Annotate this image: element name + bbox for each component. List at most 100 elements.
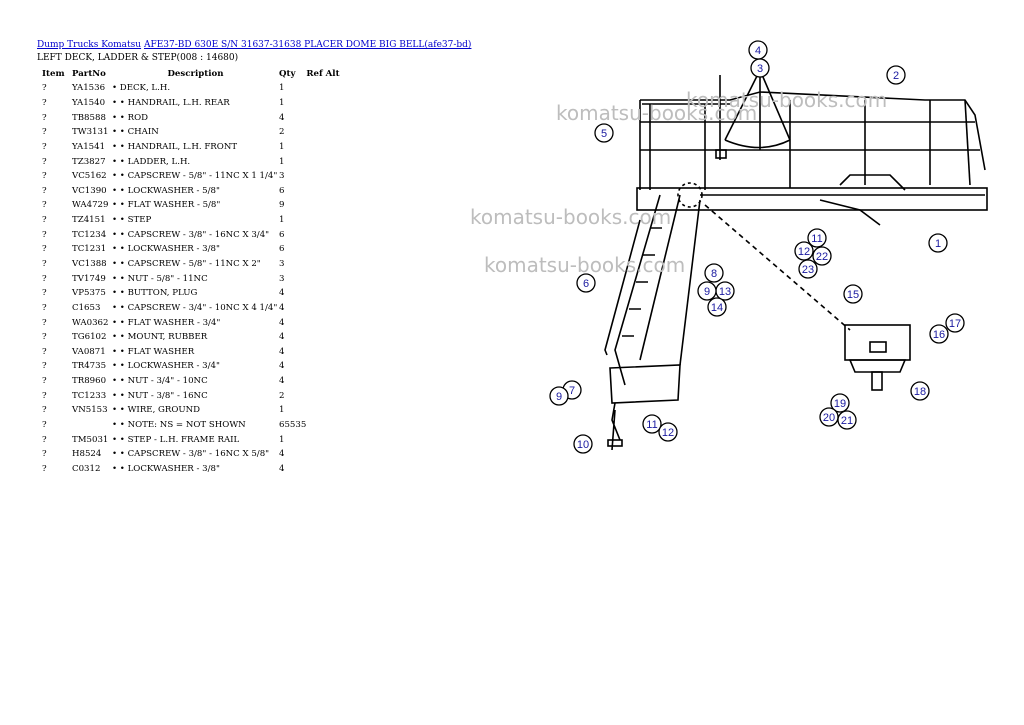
table-header-row: Item PartNo Description Qty Ref Alt — [37, 66, 346, 81]
callout-5: 5 — [594, 123, 614, 143]
cell-item: ? — [42, 332, 47, 343]
cell-item: ? — [42, 185, 47, 196]
cell-partno: C0312 — [72, 463, 101, 474]
callout-label: 12 — [798, 246, 810, 258]
callout-11: 11 — [807, 228, 827, 248]
callout-circle — [794, 241, 814, 261]
table-row: ?VC5162• • CAPSCREW - 5/8" - 11NC X 1 1/… — [37, 169, 346, 184]
callout-18: 18 — [910, 381, 930, 401]
cell-refalt — [306, 96, 346, 111]
cell-qty: 4 — [279, 376, 285, 387]
callout-12: 12 — [794, 241, 814, 261]
breadcrumb-link-model[interactable]: AFE37-BD 630E S/N 31637-31638 PLACER DOM… — [143, 40, 472, 50]
cell-item: ? — [42, 449, 47, 460]
callout-circle — [707, 297, 727, 317]
callout-23: 23 — [798, 259, 818, 279]
cell-partno: TG6102 — [72, 332, 107, 343]
col-header-refalt: Ref Alt — [306, 68, 340, 79]
cell-qty: 4 — [279, 463, 285, 474]
cell-qty: 1 — [279, 405, 285, 416]
callout-label: 19 — [834, 398, 846, 410]
callout-label: 13 — [719, 286, 731, 298]
callout-label: 11 — [646, 419, 657, 431]
cell-partno: TZ4151 — [72, 215, 106, 226]
cell-partno: H8524 — [72, 449, 102, 460]
callout-label: 9 — [556, 391, 562, 403]
callout-circle — [837, 410, 857, 430]
callout-20: 20 — [819, 407, 839, 427]
cell-description: • • HANDRAIL, L.H. REAR — [112, 97, 230, 108]
table-row: ?C0312• • LOCKWASHER - 3/8"4 — [37, 462, 346, 477]
cell-description: • • NUT - 3/8" - 16NC — [112, 390, 208, 401]
cell-partno: TC1231 — [72, 244, 107, 255]
cell-partno: C1653 — [72, 302, 101, 313]
cell-description: • • BUTTON, PLUG — [112, 288, 198, 299]
cell-description: • • CAPSCREW - 3/4" - 10NC X 4 1/4" — [112, 302, 278, 313]
watermark: komatsu-books.com — [470, 205, 672, 229]
cell-refalt — [306, 154, 346, 169]
callout-label: 20 — [823, 412, 835, 424]
table-row: ?VC1388• • CAPSCREW - 5/8" - 11NC X 2"3 — [37, 257, 346, 272]
cell-partno — [72, 418, 112, 433]
cell-description: • DECK, L.H. — [112, 83, 171, 94]
cell-item: ? — [42, 463, 47, 474]
deck-drawing — [604, 69, 988, 451]
breadcrumb-link-category[interactable]: Dump Trucks Komatsu — [37, 40, 142, 50]
cell-item: ? — [42, 317, 47, 328]
callout-circle — [642, 414, 662, 434]
cell-refalt — [306, 345, 346, 360]
cell-qty: 4 — [279, 361, 285, 372]
cell-partno: VA0871 — [72, 346, 106, 357]
callout-label: 11 — [811, 233, 822, 245]
cell-qty: 6 — [279, 185, 285, 196]
cell-description: • • ROD — [112, 112, 149, 123]
cell-refalt — [306, 169, 346, 184]
callout-circle — [576, 273, 596, 293]
callout-label: 14 — [711, 302, 723, 314]
callout-21: 21 — [837, 410, 857, 430]
callout-17: 17 — [945, 313, 965, 333]
cell-item: ? — [42, 390, 47, 401]
callout-circle — [658, 422, 678, 442]
cell-qty: 4 — [279, 288, 285, 299]
cell-description: • • FLAT WASHER - 3/4" — [112, 317, 221, 328]
cell-refalt — [306, 213, 346, 228]
cell-qty: 4 — [279, 112, 285, 123]
callout-circle — [910, 381, 930, 401]
cell-qty: 6 — [279, 229, 285, 240]
cell-item: ? — [42, 83, 47, 94]
cell-description: • • NOTE: NS = NOT SHOWN — [112, 420, 246, 431]
cell-description: • • CAPSCREW - 5/8" - 11NC X 2" — [112, 259, 261, 269]
cell-qty: 3 — [279, 171, 285, 182]
watermark: komatsu-books.com — [484, 253, 686, 277]
cell-refalt — [306, 374, 346, 389]
table-row: ?C1653• • CAPSCREW - 3/4" - 10NC X 4 1/4… — [37, 301, 346, 316]
step-box — [609, 364, 681, 404]
callout-label: 16 — [933, 329, 945, 341]
cell-qty: 4 — [279, 302, 285, 313]
callout-label: 5 — [601, 128, 607, 140]
table-row: ?WA0362• • FLAT WASHER - 3/4"4 — [37, 315, 346, 330]
cell-item: ? — [42, 215, 47, 226]
cell-partno: TR4735 — [72, 361, 107, 372]
cell-description: • • HANDRAIL, L.H. FRONT — [112, 141, 238, 152]
cell-description: • • CAPSCREW - 3/8" - 16NC X 5/8" — [112, 449, 270, 460]
cell-partno: TM5031 — [72, 434, 109, 445]
col-header-qty: Qty — [279, 68, 296, 79]
cell-qty: 4 — [279, 346, 285, 357]
callout-22: 22 — [812, 246, 832, 266]
callout-circle — [886, 65, 906, 85]
callout-label: 3 — [757, 63, 763, 75]
deck-platform — [636, 187, 988, 211]
callout-circle — [830, 393, 850, 413]
cell-refalt — [306, 462, 346, 477]
cell-description: • • MOUNT, RUBBER — [112, 332, 208, 343]
cell-description: • • LADDER, L.H. — [112, 156, 191, 167]
cell-item: ? — [42, 156, 47, 167]
